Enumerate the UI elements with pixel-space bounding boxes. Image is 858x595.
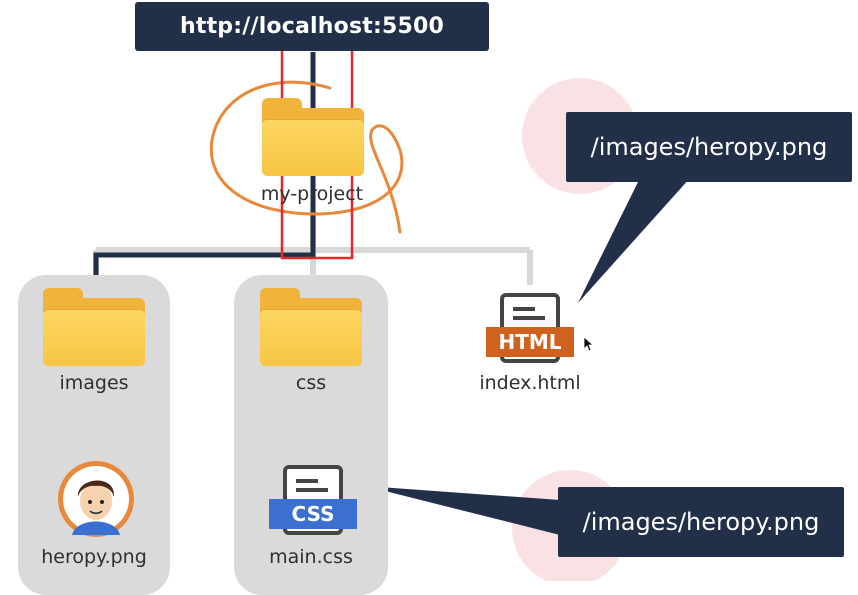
images-folder-label: images <box>59 372 129 394</box>
folder-icon <box>262 98 364 176</box>
css-folder-label: css <box>295 372 327 394</box>
folder-icon <box>260 288 362 366</box>
main-css-label: main.css <box>269 546 353 568</box>
css-badge: CSS <box>269 499 357 529</box>
cursor-icon <box>583 336 595 352</box>
css-file-icon: CSS <box>269 465 357 535</box>
avatar-icon <box>58 461 134 537</box>
html-badge: HTML <box>486 327 574 357</box>
url-text: http://localhost:5500 <box>179 14 444 39</box>
orange-scribble <box>209 80 404 234</box>
html-path-text: /images/heropy.png <box>590 133 828 161</box>
heropy-label: heropy.png <box>41 546 147 568</box>
root-folder-label: my-project <box>260 183 364 205</box>
folder-icon <box>43 288 145 366</box>
url-header: http://localhost:5500 <box>135 2 489 51</box>
bubble-tail-top <box>578 178 690 303</box>
css-path-text: /images/heropy.png <box>582 508 820 536</box>
css-path-callout: /images/heropy.png <box>558 487 844 557</box>
index-html-label: index.html <box>479 372 581 394</box>
html-path-callout: /images/heropy.png <box>566 112 852 182</box>
bubble-tail-bottom <box>365 486 560 535</box>
html-file-icon: HTML <box>486 293 574 363</box>
